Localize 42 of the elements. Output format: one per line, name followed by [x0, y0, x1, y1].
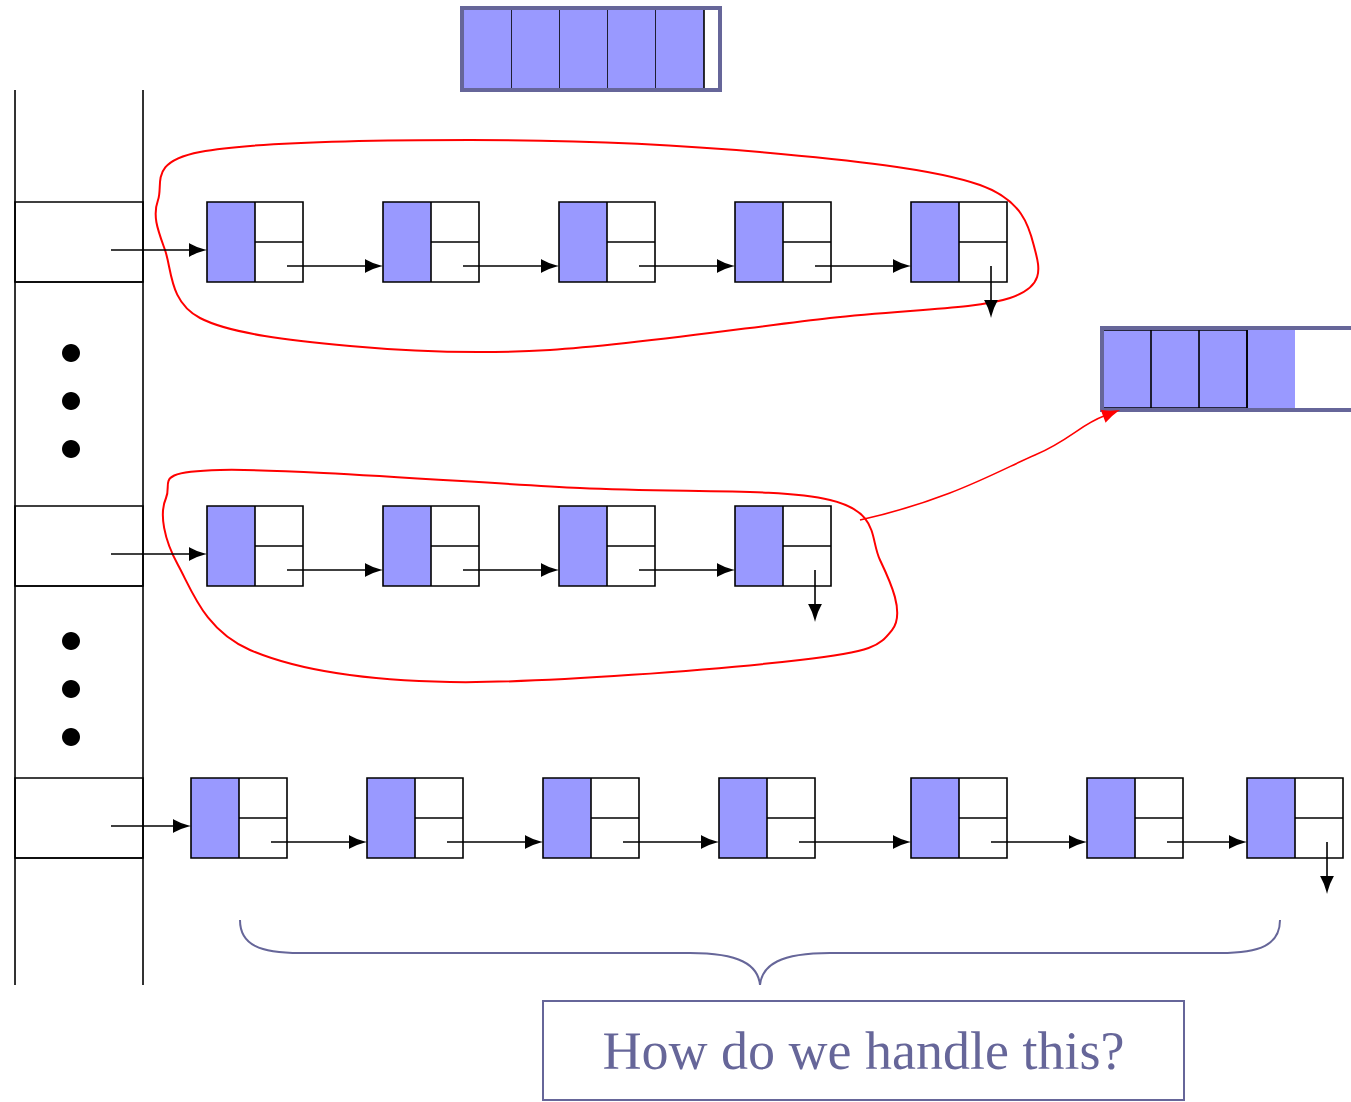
array-bar [1100, 326, 1351, 412]
arrow [286, 563, 381, 577]
array-bar [460, 6, 722, 92]
table-slot [14, 201, 144, 283]
list-node [190, 777, 288, 859]
table-slot [14, 505, 144, 587]
arrow [110, 547, 205, 561]
arrow [859, 410, 1118, 521]
arrow [814, 259, 909, 273]
list-node [206, 505, 304, 587]
list-node [542, 777, 640, 859]
list-node [734, 505, 832, 587]
arrow [638, 259, 733, 273]
list-node [382, 201, 480, 283]
list-node [1246, 777, 1344, 859]
arrow [1166, 835, 1245, 849]
list-node [910, 201, 1008, 283]
list-node [558, 505, 656, 587]
arrow [990, 835, 1085, 849]
list-node [910, 777, 1008, 859]
arrow [622, 835, 717, 849]
arrow [462, 259, 557, 273]
list-node [382, 505, 480, 587]
list-node [734, 201, 832, 283]
arrow [110, 819, 189, 833]
arrow [984, 265, 998, 316]
arrow [462, 563, 557, 577]
arrow [638, 563, 733, 577]
list-node [718, 777, 816, 859]
text-box: How do we handle this? [542, 1000, 1185, 1101]
list-node [558, 201, 656, 283]
arrow [798, 835, 909, 849]
arrow [808, 569, 822, 620]
list-node [206, 201, 304, 283]
arrow [286, 259, 381, 273]
table-slot [14, 777, 144, 859]
arrow [446, 835, 541, 849]
arrow [270, 835, 365, 849]
list-node [366, 777, 464, 859]
arrow [1320, 841, 1334, 892]
arrow [110, 243, 205, 257]
list-node [1086, 777, 1184, 859]
